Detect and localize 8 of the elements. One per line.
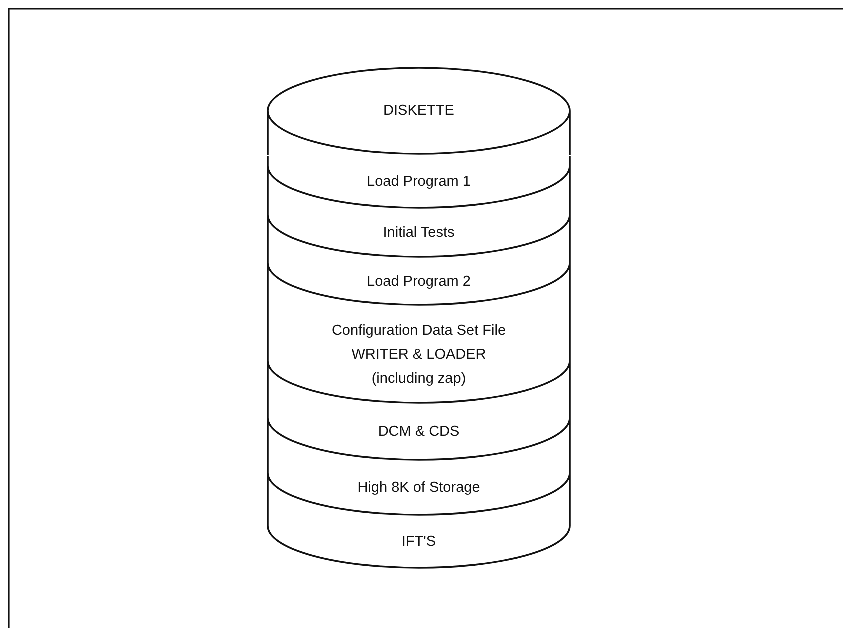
- band-label: Load Program 2: [367, 272, 471, 292]
- band-label: Load Program 1: [367, 173, 471, 192]
- band-label: High 8K of Storage: [358, 479, 480, 498]
- band-label: DISKETTE: [384, 102, 454, 121]
- band-label: DCM & CDS: [378, 423, 460, 442]
- band-label: IFT'S: [402, 533, 436, 552]
- band-label: Configuration Data Set File WRITER & LOADER (including zap): [330, 322, 508, 388]
- band-label: Initial Tests: [383, 224, 455, 243]
